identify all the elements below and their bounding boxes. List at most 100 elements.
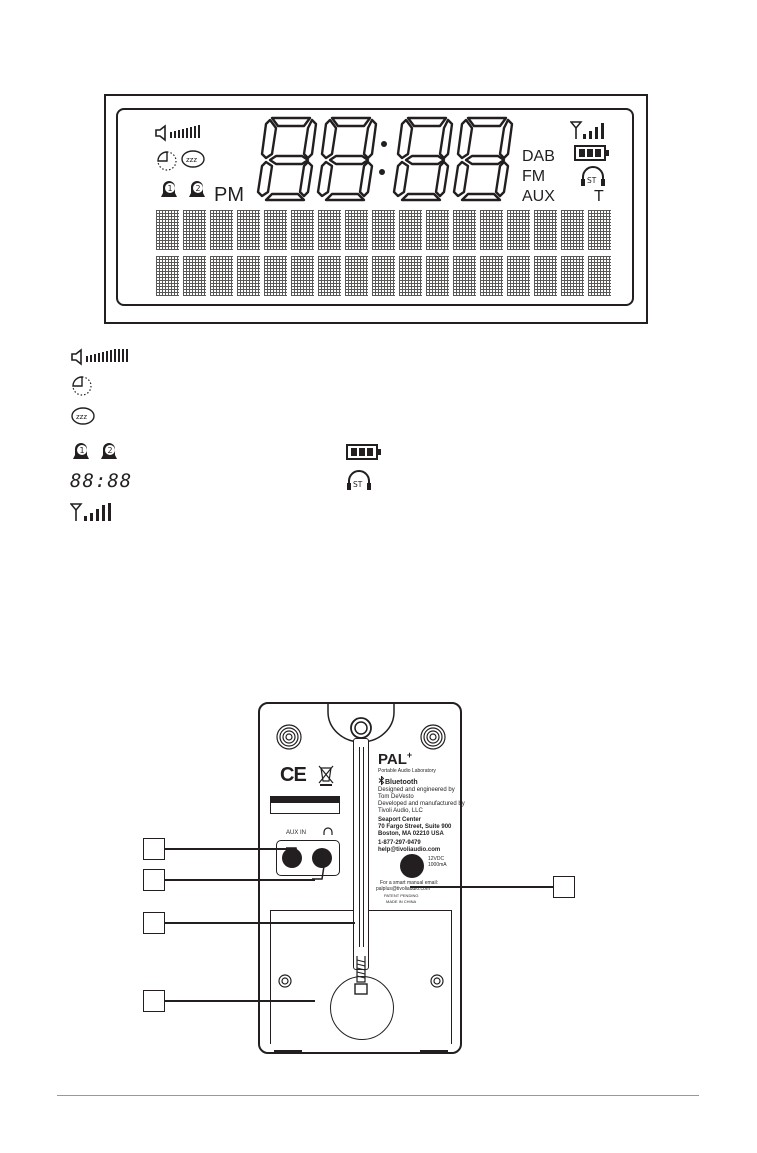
weee-bin-icon <box>318 765 334 786</box>
svg-text:zzz: zzz <box>186 156 197 164</box>
dot-matrix-cell <box>588 256 611 296</box>
dot-matrix-cell <box>183 256 206 296</box>
legend-signal-strength-icon <box>70 503 111 521</box>
dot-matrix-cell <box>480 256 503 296</box>
legend-volume-icon <box>71 348 128 366</box>
alarm-2-icon: 2 <box>189 181 205 197</box>
dot-matrix-cell <box>210 210 233 250</box>
brand-logo: PAL+ <box>378 750 413 768</box>
address-line-1: Seaport Center <box>378 817 422 823</box>
svg-text:zzz: zzz <box>76 413 87 421</box>
brand-subtitle: Portable Audio Laboratory <box>378 768 436 774</box>
power-rating-volts: 12VDC <box>428 856 445 862</box>
dot-matrix-cell <box>507 256 530 296</box>
antenna-mount <box>327 702 395 742</box>
aux-indicator: AUX <box>522 188 555 205</box>
antenna-hinge <box>354 956 368 995</box>
dc-power-jack[interactable] <box>400 854 424 878</box>
callout-line-2-bend <box>312 865 325 880</box>
dot-matrix-cell <box>507 210 530 250</box>
power-rating-amps: 1000mA <box>428 862 447 868</box>
address-line-3: Boston, MA 02210 USA <box>378 831 444 837</box>
dot-matrix-cell <box>453 256 476 296</box>
callout-line-2 <box>165 879 315 881</box>
dot-matrix-cell <box>345 210 368 250</box>
left-screw-icon <box>276 724 302 750</box>
dot-matrix-cell <box>534 210 557 250</box>
headphone-jack[interactable] <box>312 848 332 868</box>
callout-line-5 <box>410 886 553 888</box>
dot-matrix-cell <box>345 256 368 296</box>
callout-line-4 <box>165 1000 315 1002</box>
manual-email-address: palplus@tivoliaudio.com <box>376 886 430 892</box>
headphone-label-icon <box>323 827 333 835</box>
callout-box-2 <box>143 869 165 891</box>
lcd-clock-digits <box>256 116 514 202</box>
lcd-display-diagram: zzz 1 2 PM <box>104 94 648 324</box>
dot-matrix-cell <box>426 256 449 296</box>
t-indicator: T <box>594 188 604 205</box>
dot-matrix-cell <box>561 256 584 296</box>
dot-matrix-cell <box>399 210 422 250</box>
callout-box-4 <box>143 990 165 1012</box>
dot-matrix-cell <box>534 256 557 296</box>
dot-matrix-cell <box>237 256 260 296</box>
legend-alarm-1-icon: 1 <box>73 443 89 459</box>
snooze-icon: zzz <box>181 150 205 168</box>
callout-box-3 <box>143 912 165 934</box>
dot-matrix-cell <box>156 256 179 296</box>
dab-indicator: DAB <box>522 148 555 165</box>
bluetooth-logo: Bluetooth <box>378 775 418 786</box>
aux-in-label: AUX IN <box>286 830 307 836</box>
dot-matrix-cell <box>318 256 341 296</box>
sleep-timer-icon <box>157 151 177 171</box>
pm-indicator: PM <box>214 184 244 206</box>
compartment-screw-left <box>278 974 292 988</box>
made-in-text: MADE IN CHINA <box>386 899 417 904</box>
legend-clock-digits: 88:88 <box>70 470 133 492</box>
dot-matrix-cell <box>318 210 341 250</box>
patent-text: PATENT PENDING <box>384 893 419 898</box>
right-screw-icon <box>420 724 446 750</box>
right-foot <box>420 1050 448 1054</box>
dot-matrix-display <box>156 210 616 300</box>
callout-line-1 <box>165 848 289 850</box>
legend-alarm-2-icon: 2 <box>101 443 117 459</box>
signal-strength-icon <box>570 121 604 139</box>
design-credit-line-3: Developed and manufactured by <box>378 801 465 807</box>
fm-indicator: FM <box>522 168 546 185</box>
lcd-display-frame: zzz 1 2 PM <box>116 108 634 306</box>
dot-matrix-cell <box>588 210 611 250</box>
stereo-headphone-icon: ST <box>581 166 605 186</box>
legend-stereo-headphone-icon: ST <box>347 470 371 490</box>
support-email: help@tivoliaudio.com <box>378 847 441 853</box>
battery-icon <box>574 145 609 161</box>
dot-matrix-cell <box>264 256 287 296</box>
dot-matrix-cell <box>453 210 476 250</box>
dot-matrix-cell <box>372 210 395 250</box>
svg-text:2: 2 <box>108 446 113 455</box>
address-line-2: 70 Fargo Street, Suite 900 <box>378 824 452 830</box>
left-foot <box>274 1050 302 1054</box>
dot-matrix-cell <box>399 256 422 296</box>
dot-matrix-cell <box>237 210 260 250</box>
callout-box-1 <box>143 838 165 860</box>
dot-matrix-cell <box>210 256 233 296</box>
dot-matrix-cell <box>480 210 503 250</box>
ce-mark: CE <box>280 764 307 786</box>
bluetooth-icon <box>378 775 385 786</box>
dot-matrix-cell <box>156 210 179 250</box>
legend-battery-icon <box>346 444 381 460</box>
design-credit-line-4: Tivoli Audio, LLC <box>378 808 423 814</box>
callout-line-1-bend <box>286 847 299 861</box>
support-phone: 1-877-297-9479 <box>378 840 421 846</box>
dot-matrix-cell <box>264 210 287 250</box>
manual-email-prompt: For a smart manual email: <box>380 880 439 886</box>
dot-matrix-cell <box>561 210 584 250</box>
design-credit-line-2: Tom DeVesto <box>378 794 414 800</box>
legend-sleep-timer-icon <box>72 376 92 396</box>
svg-text:ST: ST <box>353 480 363 489</box>
telescopic-antenna[interactable] <box>353 738 369 970</box>
alarm-1-icon: 1 <box>161 181 177 197</box>
compartment-screw-right <box>430 974 444 988</box>
